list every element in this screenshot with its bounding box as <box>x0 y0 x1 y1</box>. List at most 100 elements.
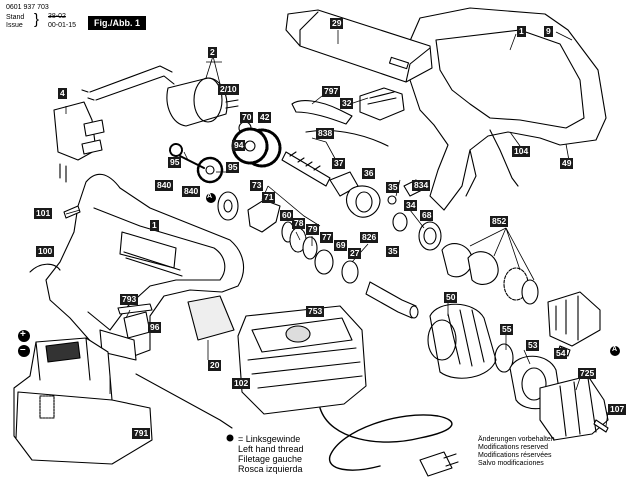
callout-102: 102 <box>232 378 251 389</box>
callout-78: 78 <box>292 218 306 229</box>
motor-wires <box>89 65 175 101</box>
callout-95-bottom: 95 <box>226 162 240 173</box>
callout-60: 60 <box>280 210 294 221</box>
callout-834: 834 <box>412 180 431 191</box>
callout-37: 37 <box>332 158 346 169</box>
plug <box>419 451 453 477</box>
bearing-block <box>345 185 381 218</box>
note-line-4: Salvo modificaciones <box>478 460 544 467</box>
callout-50: 50 <box>444 292 458 303</box>
callout-42: 42 <box>258 112 272 123</box>
callout-791: 791 <box>132 428 151 439</box>
charger <box>237 305 367 415</box>
ring-77 <box>314 249 334 275</box>
callout-95-top: 95 <box>168 157 182 168</box>
battery-cover <box>285 9 433 83</box>
legend-line-1: = Linksgewinde <box>238 434 301 444</box>
callout-34: 34 <box>404 200 418 211</box>
callout-71: 71 <box>262 192 276 203</box>
plus-terminal: + <box>20 329 26 340</box>
callout-96: 96 <box>148 322 162 333</box>
callout-104: 104 <box>512 146 531 157</box>
callout-753: 753 <box>306 306 325 317</box>
note-line-1: Änderungen vorbehalten <box>478 436 555 443</box>
arrow-marker-label: A <box>612 346 618 353</box>
callout-70: 70 <box>240 112 254 123</box>
callout-2-10: 2/10 <box>218 84 239 95</box>
minus-terminal: – <box>20 344 26 355</box>
note-line-3: Modifications réservées <box>478 452 552 459</box>
callout-4: 4 <box>58 88 67 99</box>
header-brace: } <box>34 11 40 28</box>
callout-1-left: 1 <box>150 220 159 231</box>
lead-102 <box>135 373 233 429</box>
spindle <box>281 151 331 187</box>
callout-826: 826 <box>360 232 379 243</box>
callout-35-bottom: 35 <box>386 246 400 257</box>
callout-9: 9 <box>544 26 553 37</box>
switch <box>359 87 405 121</box>
note-line-2: Modifications reserved <box>478 444 549 451</box>
housing-lip <box>465 129 519 197</box>
callout-29: 29 <box>330 18 344 29</box>
callout-793: 793 <box>120 294 139 305</box>
part-35a <box>387 195 397 205</box>
housing-half-right <box>405 7 607 211</box>
ring-55 <box>494 343 514 373</box>
callout-840-left: 840 <box>155 180 174 191</box>
callout-100: 100 <box>36 246 55 257</box>
callout-27: 27 <box>348 248 362 259</box>
modification-notes: Änderungen vorbehalten Modifications res… <box>478 436 555 468</box>
legend-line-3: Filetage gauche <box>238 454 303 464</box>
collar-50 <box>429 303 497 379</box>
callout-68: 68 <box>420 210 434 221</box>
detail-arrows <box>610 346 620 356</box>
callout-79: 79 <box>306 224 320 235</box>
screw-107 <box>593 419 609 433</box>
stand-label: Stand <box>6 14 25 21</box>
callout-101: 101 <box>34 208 53 219</box>
part-68 <box>418 221 442 251</box>
legend-line-4: Rosca izquierda <box>238 464 303 474</box>
callout-107: 107 <box>608 404 627 415</box>
pinion-840 <box>179 155 224 184</box>
plate-20 <box>187 295 235 341</box>
part-73 <box>217 191 239 221</box>
callout-20: 20 <box>208 360 222 371</box>
battery-top-contacts <box>45 341 81 363</box>
callout-797: 797 <box>322 86 341 97</box>
battery-terminals <box>18 330 30 357</box>
housing-half-inner <box>435 29 585 129</box>
callout-73: 73 <box>250 180 264 191</box>
drive-spindle <box>365 281 417 319</box>
callout-35-top: 35 <box>386 182 400 193</box>
callout-838: 838 <box>316 128 335 139</box>
housing-half-left <box>45 173 245 357</box>
leader-lines <box>65 30 609 433</box>
foot <box>99 329 137 361</box>
issue-label: Issue <box>6 22 23 29</box>
callout-36: 36 <box>362 168 376 179</box>
battery-vents <box>39 395 55 419</box>
callout-94: 94 <box>232 140 246 151</box>
ring-852 <box>521 279 539 305</box>
stand-struck-value: 38-02 <box>48 13 66 20</box>
motor <box>166 77 228 127</box>
gear-95 <box>169 143 183 157</box>
callout-55: 55 <box>500 324 514 335</box>
grip-outline <box>87 207 226 331</box>
bit-793 <box>117 303 153 315</box>
callout-852: 852 <box>490 216 509 227</box>
left-thread-legend: = Linksgewinde Left hand thread Filetage… <box>238 434 304 474</box>
callout-49: 49 <box>560 158 574 169</box>
cable-838 <box>305 130 389 147</box>
clip-100 <box>29 263 61 273</box>
callout-69: 69 <box>334 240 348 251</box>
part-71 <box>247 199 281 233</box>
part-number: 0601 937 703 <box>6 4 49 11</box>
callout-2: 2 <box>208 47 217 58</box>
cover-slot <box>388 56 410 70</box>
callout-77: 77 <box>320 232 334 243</box>
